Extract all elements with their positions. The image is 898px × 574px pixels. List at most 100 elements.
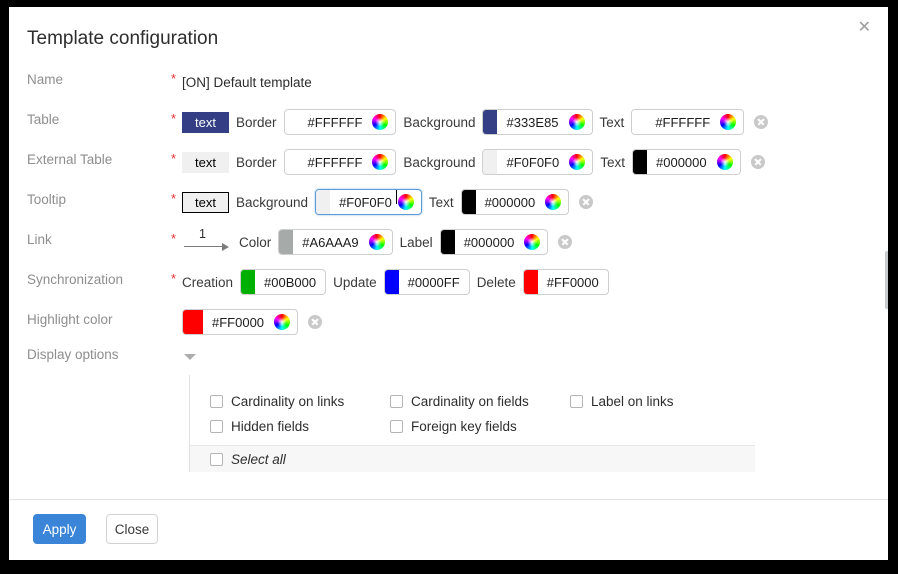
row-label-tooltip: Tooltip: [27, 192, 67, 207]
external-table-background-label: Background: [403, 154, 476, 170]
apply-button[interactable]: Apply: [33, 514, 86, 544]
color-value[interactable]: #A6AAA9: [302, 234, 359, 250]
sync-delete-color-input[interactable]: #FF0000: [522, 269, 609, 295]
table-border-color-input[interactable]: #FFFFFF: [283, 109, 397, 135]
sync-creation-color-input[interactable]: #00B000: [240, 269, 327, 295]
checkbox-icon[interactable]: [210, 452, 223, 466]
external-table-text-label: Text: [600, 154, 625, 170]
required-marker: *: [171, 191, 177, 206]
form-row-external-table: External Table * text Border #FFFFFF Bac…: [9, 142, 888, 182]
color-wheel-icon[interactable]: [274, 314, 291, 330]
checkbox-icon[interactable]: [210, 420, 223, 433]
option-cardinality-on-links[interactable]: Cardinality on links: [210, 389, 390, 414]
option-label: Hidden fields: [231, 419, 310, 434]
color-wheel-icon[interactable]: [372, 114, 389, 130]
option-cardinality-on-fields[interactable]: Cardinality on fields: [390, 389, 570, 414]
row-label-synchronization: Synchronization: [27, 272, 124, 287]
color-value[interactable]: #F0F0F0: [339, 194, 392, 210]
link-color-input[interactable]: #A6AAA9: [278, 229, 393, 255]
tooltip-text-color-input[interactable]: #000000: [460, 189, 570, 215]
option-foreign-key-fields[interactable]: Foreign key fields: [390, 414, 570, 439]
tooltip-background-label: Background: [236, 194, 309, 210]
name-value[interactable]: [ON] Default template: [182, 74, 312, 90]
color-value[interactable]: #FF0000: [546, 274, 599, 290]
close-icon[interactable]: ✕: [857, 19, 871, 36]
color-wheel-icon[interactable]: [368, 234, 385, 250]
color-value[interactable]: #0000FF: [407, 274, 460, 290]
reset-icon[interactable]: [750, 155, 765, 169]
color-wheel-icon[interactable]: [569, 154, 586, 170]
checkbox-icon[interactable]: [210, 395, 223, 408]
color-value[interactable]: #000000: [484, 194, 536, 210]
external-table-border-color-input[interactable]: #FFFFFF: [283, 149, 397, 175]
color-wheel-icon[interactable]: [372, 154, 389, 170]
sync-delete-label: Delete: [476, 274, 516, 290]
page-title: Template configuration: [27, 28, 219, 49]
color-wheel-icon[interactable]: [716, 154, 733, 170]
color-swatch: [483, 110, 498, 134]
color-wheel-icon[interactable]: [545, 194, 562, 210]
tooltip-background-color-input[interactable]: #F0F0F0: [315, 189, 422, 215]
color-value[interactable]: #333E85: [506, 114, 559, 130]
color-wheel-icon[interactable]: [720, 114, 737, 130]
color-value[interactable]: #FFFFFF: [307, 154, 363, 170]
external-table-background-color-input[interactable]: #F0F0F0: [482, 149, 594, 175]
highlight-color-input[interactable]: #FF0000: [182, 309, 299, 335]
reset-icon[interactable]: [308, 315, 323, 329]
color-swatch: [284, 150, 299, 174]
row-label-external-table: External Table: [27, 152, 113, 167]
external-table-sample-chip: text: [182, 151, 229, 173]
required-marker: *: [171, 231, 177, 246]
color-wheel-icon[interactable]: [397, 194, 414, 210]
color-swatch: [440, 230, 455, 254]
template-configuration-dialog: ✕ Template configuration Name * [ON] Def…: [9, 7, 888, 560]
table-background-color-input[interactable]: #333E85: [482, 109, 593, 135]
color-value[interactable]: #FFFFFF: [307, 114, 363, 130]
color-value[interactable]: #00B000: [264, 274, 317, 290]
color-wheel-icon[interactable]: [568, 114, 585, 130]
select-all-label: Select all: [231, 451, 286, 467]
option-label-on-links[interactable]: Label on links: [570, 389, 750, 414]
color-value[interactable]: #FF0000: [212, 314, 265, 330]
row-label-highlight-color: Highlight color: [27, 312, 113, 327]
options-grid: Cardinality on links Cardinality on fiel…: [190, 375, 755, 443]
color-swatch: [384, 270, 399, 294]
reset-icon[interactable]: [754, 115, 769, 129]
sync-update-color-input[interactable]: #0000FF: [383, 269, 470, 295]
option-spacer: [570, 414, 750, 439]
sync-creation-label: Creation: [182, 274, 234, 290]
color-swatch: [284, 110, 299, 134]
reset-icon[interactable]: [558, 235, 573, 249]
color-swatch: [632, 110, 647, 134]
color-swatch: [241, 270, 256, 294]
color-swatch: [279, 230, 294, 254]
link-label-color-input[interactable]: #000000: [439, 229, 549, 255]
chevron-down-icon[interactable]: [184, 354, 196, 360]
form-row-tooltip: Tooltip * text Background #F0F0F0 Text #…: [9, 182, 888, 222]
option-hidden-fields[interactable]: Hidden fields: [210, 414, 390, 439]
form-row-highlight-color: Highlight color #FF0000: [9, 302, 888, 342]
color-wheel-icon[interactable]: [524, 234, 541, 250]
table-border-label: Border: [236, 114, 277, 130]
option-label: Cardinality on fields: [411, 394, 529, 409]
color-swatch: [483, 150, 498, 174]
checkbox-icon[interactable]: [390, 420, 403, 433]
vertical-scrollbar[interactable]: [885, 251, 888, 309]
color-value[interactable]: #FFFFFF: [655, 114, 711, 130]
table-text-color-input[interactable]: #FFFFFF: [631, 109, 745, 135]
row-label-link: Link: [27, 232, 52, 247]
select-all-row[interactable]: Select all: [190, 445, 755, 472]
external-table-text-color-input[interactable]: #000000: [632, 149, 741, 175]
form-row-display-options[interactable]: Display options: [9, 342, 888, 372]
checkbox-icon[interactable]: [390, 395, 403, 408]
form-row-table: Table * text Border #FFFFFF Background #…: [9, 102, 888, 142]
reset-icon[interactable]: [579, 195, 594, 209]
color-value[interactable]: #000000: [463, 234, 515, 250]
color-value[interactable]: #F0F0F0: [506, 154, 560, 170]
option-label: Cardinality on links: [231, 394, 345, 409]
row-label-table: Table: [27, 112, 60, 127]
table-sample-chip: text: [182, 111, 229, 133]
close-button[interactable]: Close: [106, 514, 158, 544]
color-value[interactable]: #000000: [656, 154, 707, 170]
checkbox-icon[interactable]: [570, 395, 583, 408]
